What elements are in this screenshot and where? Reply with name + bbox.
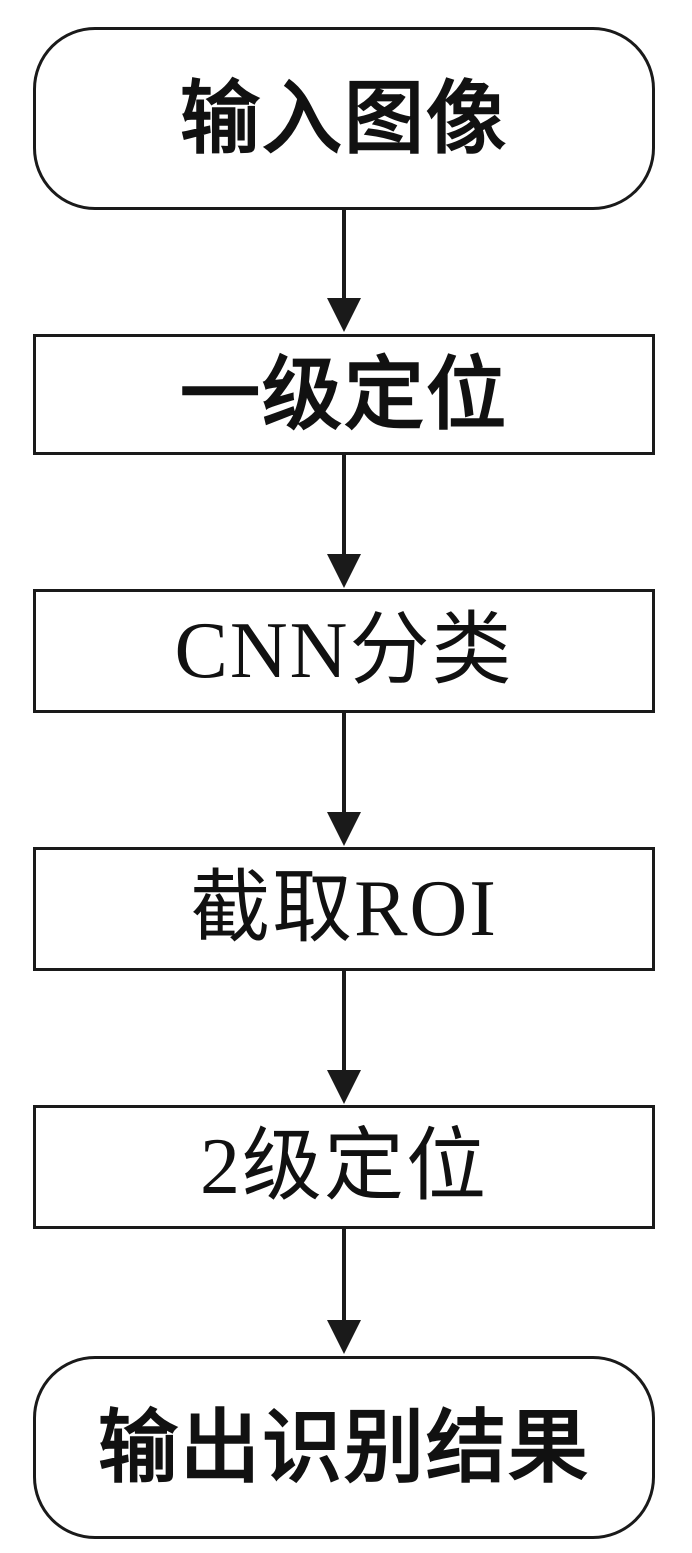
second-level-location-label: 2级定位 — [200, 1123, 488, 1211]
arrow-1 — [327, 210, 361, 332]
input-image-label: 输入图像 — [180, 71, 508, 165]
arrow-3 — [327, 713, 361, 846]
crop-roi-node: 截取ROI — [33, 847, 655, 971]
output-result-label: 输出识别结果 — [98, 1400, 590, 1494]
output-result-node: 输出识别结果 — [33, 1356, 655, 1539]
crop-roi-label: 截取ROI — [190, 865, 498, 953]
second-level-location-node: 2级定位 — [33, 1105, 655, 1229]
arrow-4 — [327, 971, 361, 1104]
cnn-classification-label: CNN分类 — [174, 607, 514, 695]
first-level-location-node: 一级定位 — [33, 334, 655, 455]
input-image-node: 输入图像 — [33, 27, 655, 210]
arrow-2 — [327, 455, 361, 588]
arrow-5 — [327, 1229, 361, 1354]
first-level-location-label: 一级定位 — [180, 347, 508, 441]
cnn-classification-node: CNN分类 — [33, 589, 655, 713]
